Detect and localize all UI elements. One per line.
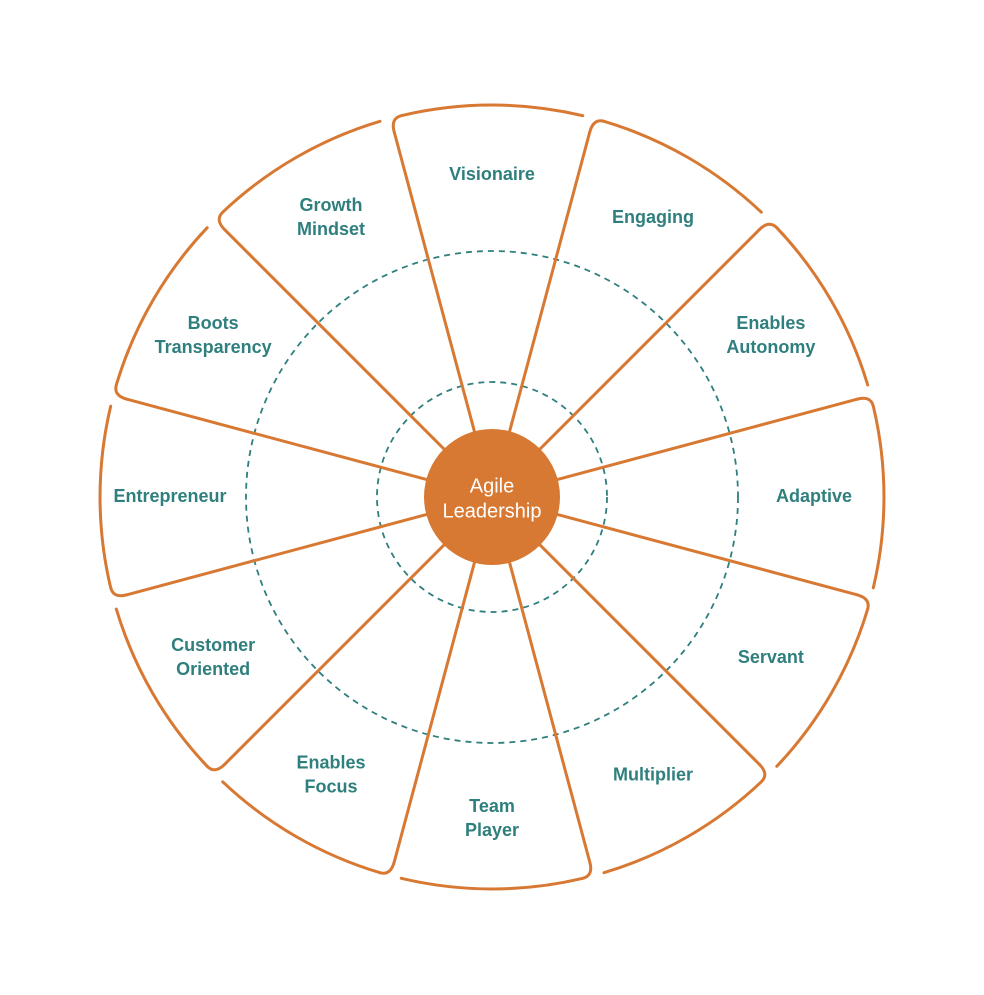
spoke-line <box>125 513 428 597</box>
segment-label-servant: Servant <box>738 647 804 667</box>
spoke-line <box>223 228 446 451</box>
segment-corner <box>855 593 870 611</box>
center-label: Leadership <box>443 500 542 522</box>
center-circle <box>424 429 560 565</box>
outer-dashed-ring <box>245 250 739 744</box>
segment-label-team-player: Player <box>465 820 519 840</box>
center-hub: Agile Leadership <box>424 429 560 565</box>
segment-corner <box>588 119 606 134</box>
segment-label-customer-oriented: Oriented <box>176 659 250 679</box>
segment-arc-adaptive <box>871 404 886 590</box>
segment-label-entrepreneur: Entrepreneur <box>113 486 226 506</box>
segment-label-enables-autonomy: Enables <box>736 313 805 333</box>
segment-arc-enables-autonomy <box>775 226 870 387</box>
segment-label-enables-focus: Focus <box>304 777 357 797</box>
segment-corner <box>109 586 129 598</box>
spoke-line <box>392 130 476 433</box>
segment-arc-team-player <box>399 876 585 891</box>
segment-labels: VisionaireEngagingEnablesAutonomyAdaptiv… <box>113 164 852 840</box>
segment-label-team-player: Team <box>469 796 515 816</box>
segment-arc-servant <box>775 607 870 768</box>
outer-ring-arcs <box>98 103 886 891</box>
segment-label-customer-oriented: Customer <box>171 635 255 655</box>
spoke-line <box>392 561 476 864</box>
inner-dashed-ring <box>376 381 608 613</box>
center-label: Agile <box>470 475 514 497</box>
spoke-line <box>538 228 761 451</box>
segment-label-boots-transparency: Transparency <box>155 337 272 357</box>
spokes <box>125 130 859 864</box>
segment-corner <box>217 210 227 232</box>
segment-arc-customer-oriented <box>114 607 209 768</box>
spoke-line <box>556 513 859 597</box>
segment-corner <box>757 762 767 784</box>
spoke-line <box>538 543 761 766</box>
segment-corner <box>114 383 129 401</box>
segment-label-engaging: Engaging <box>612 207 694 227</box>
segment-arc-enables-focus <box>221 780 382 875</box>
segment-corner <box>855 396 875 408</box>
spoke-line <box>556 397 859 481</box>
segment-corner <box>205 762 227 772</box>
segment-label-growth-mindset: Growth <box>300 195 363 215</box>
segment-label-adaptive: Adaptive <box>776 486 852 506</box>
spoke-line <box>125 397 428 481</box>
spoke-line <box>508 130 592 433</box>
segment-label-multiplier: Multiplier <box>613 765 693 785</box>
segment-label-enables-autonomy: Autonomy <box>726 337 815 357</box>
segment-arc-visionaire <box>399 103 585 118</box>
spoke-line <box>508 561 592 864</box>
segment-corner <box>391 114 403 134</box>
segment-corner <box>378 860 396 875</box>
segment-arc-multiplier <box>602 780 763 875</box>
dashed-rings <box>245 250 739 744</box>
segment-arc-growth-mindset <box>221 119 382 214</box>
segment-corner <box>581 860 593 880</box>
segment-label-growth-mindset: Mindset <box>297 219 365 239</box>
segment-corner <box>757 222 779 232</box>
segment-label-enables-focus: Enables <box>296 753 365 773</box>
segment-arc-entrepreneur <box>98 404 113 590</box>
segment-arc-boots-transparency <box>114 226 209 387</box>
segment-label-boots-transparency: Boots <box>188 313 239 333</box>
segment-label-visionaire: Visionaire <box>449 164 535 184</box>
segment-arc-engaging <box>602 119 763 214</box>
spoke-line <box>223 543 446 766</box>
